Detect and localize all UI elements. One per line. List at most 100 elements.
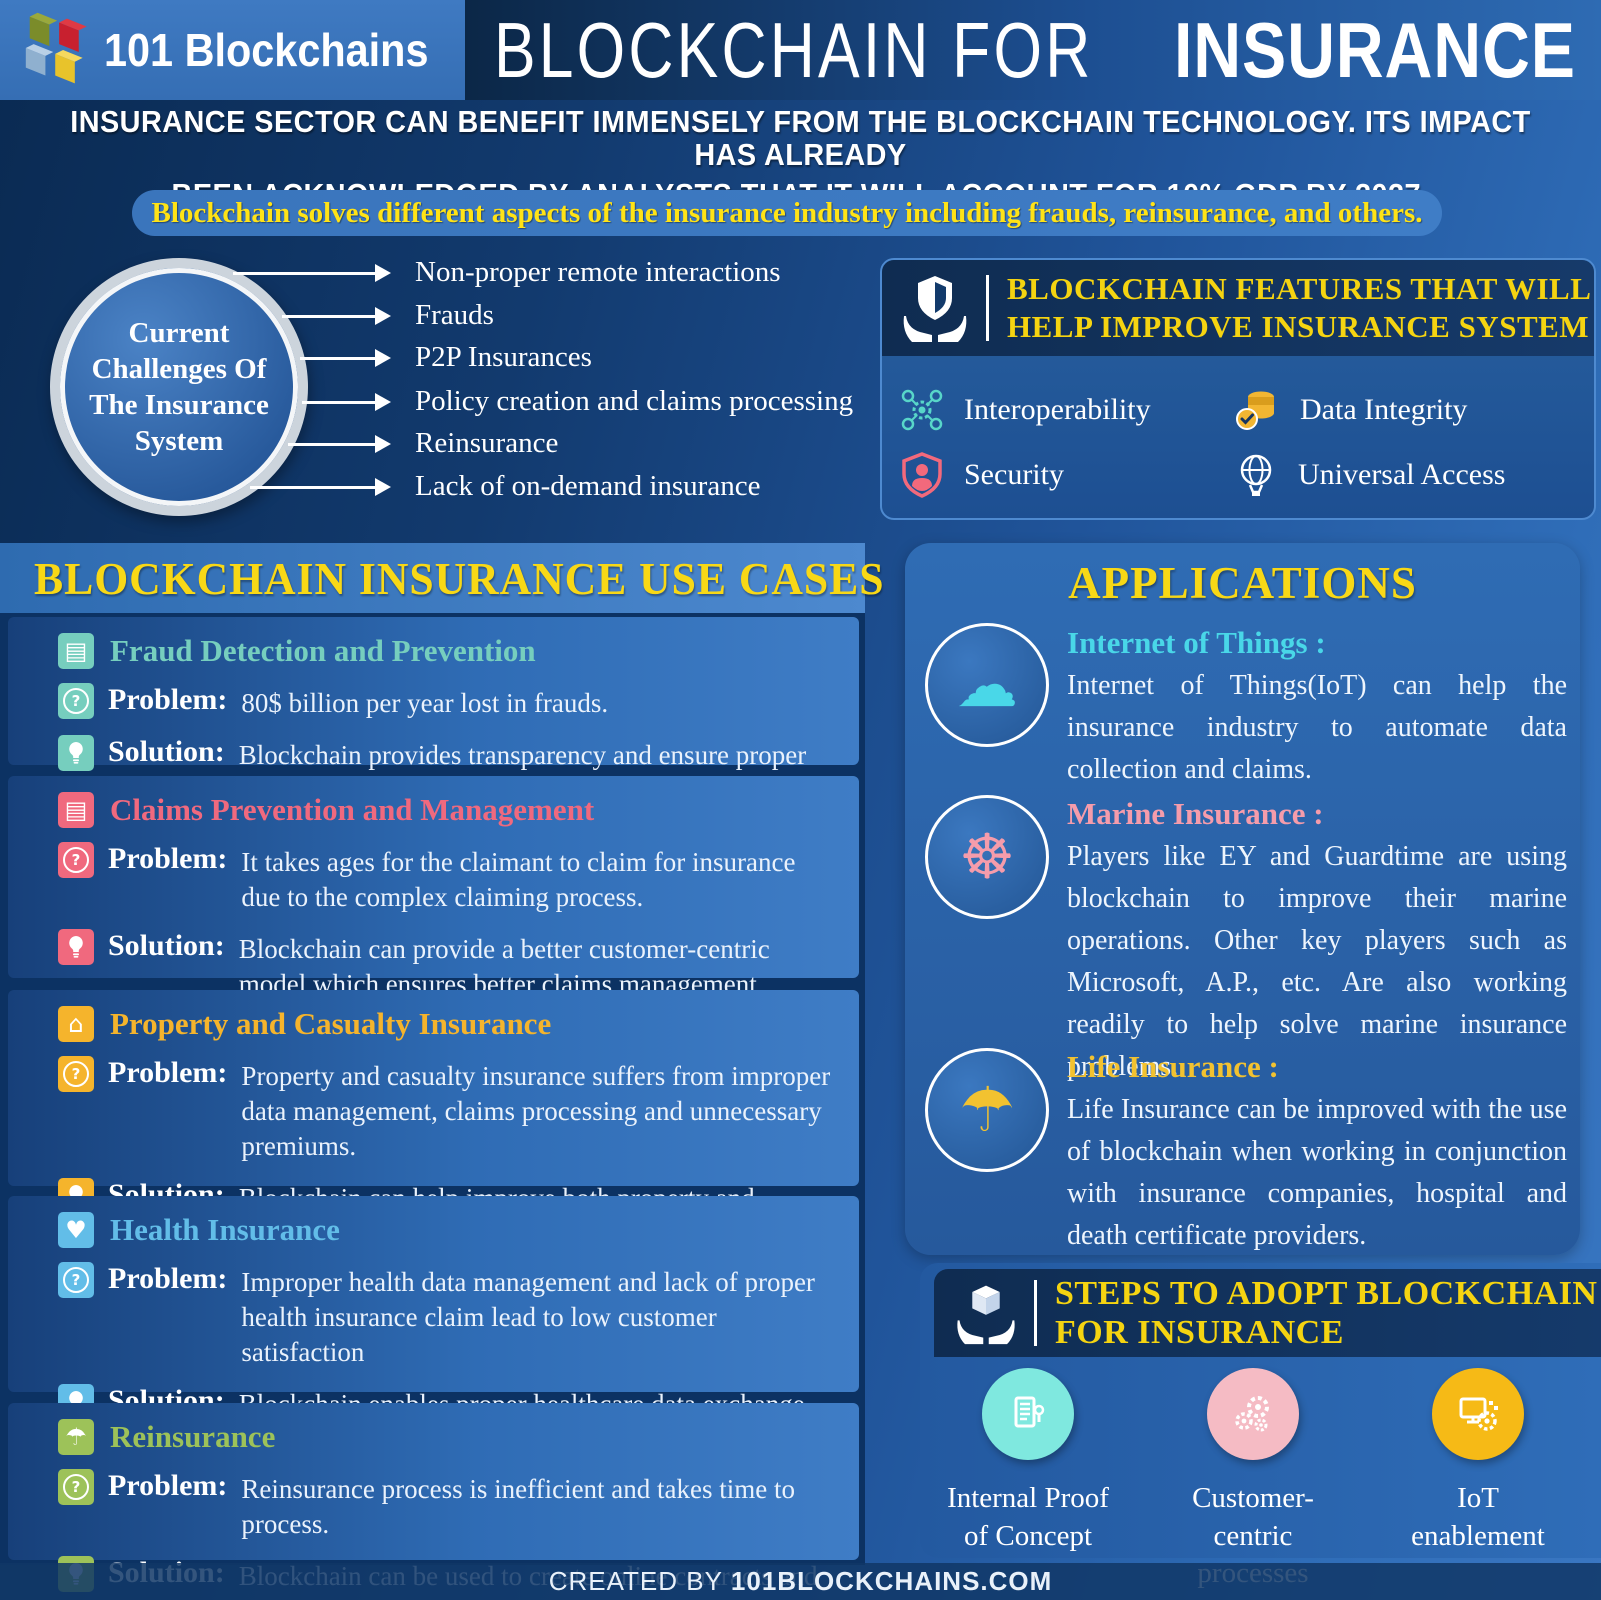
hands-cube-icon (957, 1285, 1015, 1345)
challenge-item: Non-proper remote interactions (415, 256, 781, 288)
application-heading: Life Insurance : (1067, 1049, 1279, 1084)
applications-panel: APPLICATIONS ☁ Internet of Things : Inte… (905, 543, 1580, 1255)
bulb-icon (58, 735, 94, 772)
monitor-gear-icon (1459, 1397, 1498, 1431)
arrow-head-icon (375, 307, 391, 325)
problem-label: Problem: (108, 1469, 228, 1502)
umbrella-family-icon: ☂ (925, 1048, 1049, 1172)
cloud-iot-icon: ☁ (925, 623, 1049, 747)
ship-wheel-icon: ☸ (925, 795, 1049, 919)
globe-icon (1240, 454, 1272, 496)
feature-interoperability: Interoperability (900, 388, 1151, 432)
use-case-title: Claims Prevention and Management (110, 792, 595, 827)
application-body: Life Insurance can be improved with the … (1067, 1094, 1567, 1251)
101blockchains-logo-icon (25, 12, 87, 84)
problem-label: Problem: (108, 1262, 228, 1295)
use-case-card-claims: ▤ Claims Prevention and Management ? Pro… (8, 776, 859, 999)
steps-header: STEPS TO ADOPT BLOCKCHAIN FOR INSURANCE (934, 1269, 1601, 1357)
feature-universal-access: Universal Access (1234, 452, 1505, 498)
arrow-head-icon (375, 393, 391, 411)
challenges-circle-label: Current Challenges Of The Insurance Syst… (89, 316, 269, 458)
use-case-card-fraud-detection: ▤ Fraud Detection and Prevention ? Probl… (8, 617, 859, 805)
page-title-light: BLOCKCHAIN FOR (493, 5, 1094, 94)
problem-text: It takes ages for the claimant to claim … (241, 847, 796, 913)
network-gear-icon (901, 389, 943, 431)
arrow-line (288, 443, 375, 446)
footer-credit: CREATED BY 101BLOCKCHAINS.COM (0, 1563, 1601, 1600)
steps-panel: STEPS TO ADOPT BLOCKCHAIN FOR INSURANCE … (920, 1263, 1601, 1589)
arrow-line (233, 272, 375, 275)
question-icon: ? (58, 1262, 94, 1298)
use-case-title: Health Insurance (110, 1212, 340, 1247)
question-icon: ? (58, 842, 94, 878)
feature-label: Data Integrity (1300, 393, 1468, 426)
solution-label: Solution: (108, 929, 225, 963)
header-logo-area: 101 Blockchains (0, 0, 465, 100)
challenge-item: Lack of on-demand insurance (415, 470, 761, 502)
use-case-title: Fraud Detection and Prevention (110, 633, 536, 668)
features-title: BLOCKCHAIN FEATURES THAT WILL HELP IMPRO… (1007, 271, 1592, 344)
step-customer-centric: Customer-centricprocesses (1153, 1368, 1353, 1593)
problem-text: Improper health data management and lack… (241, 1267, 815, 1368)
footer-text-bold: 101BLOCKCHAINS.COM (730, 1566, 1053, 1596)
shield-user-icon (902, 452, 942, 498)
umbrella-icon: ☂ (58, 1419, 94, 1455)
arrow-head-icon (375, 435, 391, 453)
solution-label: Solution: (108, 735, 225, 769)
gears-icon (1235, 1396, 1269, 1432)
use-case-card-health: ♥ Health Insurance ? Problem: Improper h… (8, 1196, 859, 1454)
application-body: Players like EY and Guardtime are using … (1067, 841, 1567, 1082)
use-case-card-property-casualty: ⌂ Property and Casualty Insurance ? Prob… (8, 990, 859, 1283)
problem-text: Reinsurance process is inefficient and t… (241, 1474, 796, 1540)
feature-label: Universal Access (1298, 458, 1506, 491)
page-title: BLOCKCHAIN FOR INSURANCE (465, 0, 1601, 100)
application-heading: Marine Insurance : (1067, 796, 1324, 831)
use-case-title: Property and Casualty Insurance (110, 1006, 552, 1041)
problem-label: Problem: (108, 683, 228, 716)
arrow-head-icon (375, 349, 391, 367)
arrow-line (282, 315, 375, 318)
challenge-item: Frauds (415, 299, 494, 331)
features-panel: BLOCKCHAIN FEATURES THAT WILL HELP IMPRO… (880, 258, 1596, 520)
arrow-line (250, 486, 375, 489)
bulb-icon (58, 929, 94, 966)
heart-icon: ♥ (58, 1212, 94, 1248)
arrow-line (300, 357, 375, 360)
question-icon: ? (58, 683, 94, 719)
logo-text: 101 Blockchains (104, 24, 429, 76)
arrow-line (302, 401, 375, 404)
use-case-title: Reinsurance (110, 1419, 276, 1454)
house-icon: ⌂ (58, 1006, 94, 1042)
use-cases-header: BLOCKCHAIN INSURANCE USE CASES (0, 543, 884, 613)
use-cases-title: BLOCKCHAIN INSURANCE USE CASES (34, 552, 885, 604)
features-header: BLOCKCHAIN FEATURES THAT WILL HELP IMPRO… (882, 260, 1594, 356)
question-icon: ? (58, 1469, 94, 1505)
problem-text: 80$ billion per year lost in frauds. (241, 688, 609, 718)
footer-text-light: CREATED BY (548, 1566, 723, 1596)
problem-label: Problem: (108, 1056, 228, 1089)
application-heading: Internet of Things : (1067, 625, 1326, 660)
use-case-card-reinsurance: ☂ Reinsurance ? Problem: Reinsurance pro… (8, 1403, 859, 1600)
feature-label: Interoperability (964, 393, 1151, 426)
coins-check-icon (1236, 391, 1274, 430)
feature-label: Security (964, 458, 1064, 491)
arrow-head-icon (375, 478, 391, 496)
divider (986, 275, 989, 341)
arrow-head-icon (375, 264, 391, 282)
feature-data-integrity: Data Integrity (1234, 388, 1467, 432)
challenge-item: P2P Insurances (415, 341, 592, 373)
highlight-banner: Blockchain solves different aspects of t… (132, 190, 1442, 236)
challenge-item: Reinsurance (415, 427, 559, 459)
applications-title: APPLICATIONS (1068, 558, 1417, 608)
application-body: Internet of Things(IoT) can help the ins… (1067, 670, 1567, 785)
feature-security: Security (900, 452, 1064, 498)
challenges-circle: Current Challenges Of The Insurance Syst… (50, 258, 308, 516)
hands-shield-icon (903, 276, 967, 342)
steps-title: STEPS TO ADOPT BLOCKCHAIN FOR INSURANCE (1055, 1274, 1598, 1351)
problem-text: Property and casualty insurance suffers … (241, 1061, 831, 1162)
